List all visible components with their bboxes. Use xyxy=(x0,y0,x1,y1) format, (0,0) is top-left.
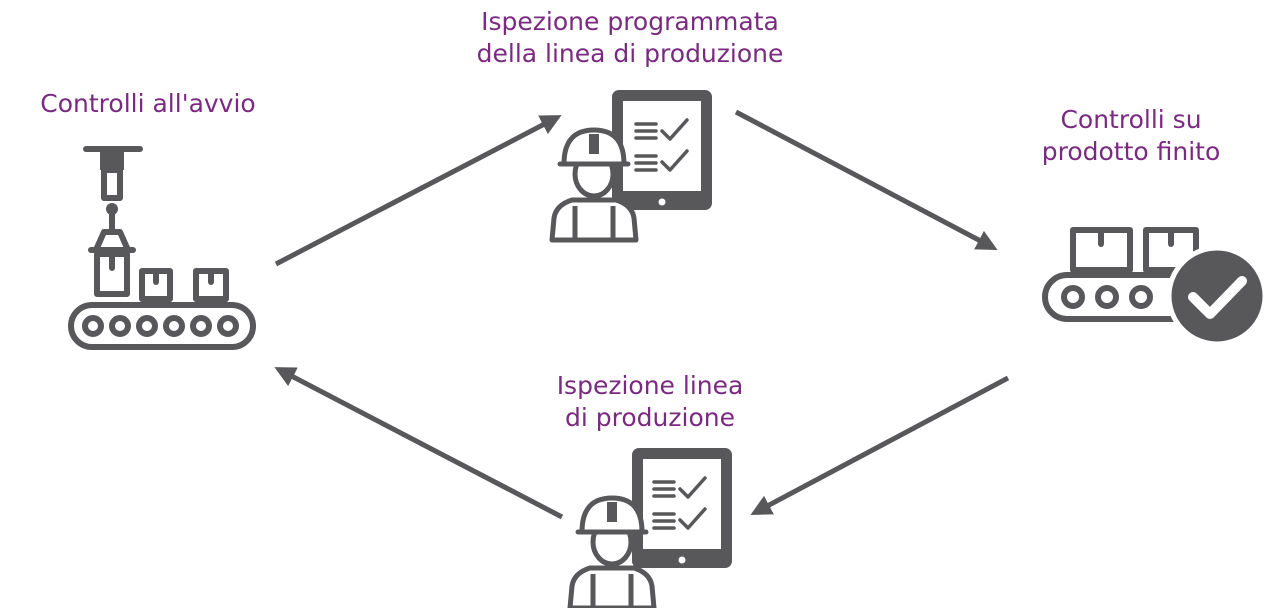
arrow-finished-to-line-inspection xyxy=(750,375,1010,515)
label-startup-checks: Controlli all'avvio xyxy=(40,88,255,120)
label-line: Controlli all'avvio xyxy=(40,89,256,118)
label-line: prodotto finito xyxy=(1041,137,1221,166)
worker-checklist-tablet-icon xyxy=(567,448,732,608)
label-finished-product-checks: Controlli su prodotto finito xyxy=(1042,104,1221,168)
conveyor-check-badge-icon xyxy=(1042,227,1268,347)
label-line: Controlli su xyxy=(1060,105,1202,134)
arrow-startup-to-scheduled xyxy=(274,115,562,267)
arrow-line-inspection-to-startup xyxy=(274,367,564,520)
label-line: di produzione xyxy=(565,403,735,432)
worker-checklist-tablet-icon xyxy=(549,90,712,243)
label-line-inspection: Ispezione linea di produzione xyxy=(557,370,744,434)
label-line: Ispezione programmata xyxy=(481,7,779,36)
arrow-scheduled-to-finished xyxy=(734,109,998,250)
label-line: Ispezione linea xyxy=(556,371,744,400)
label-scheduled-inspection: Ispezione programmata della linea di pro… xyxy=(477,6,784,70)
label-line: della linea di produzione xyxy=(476,39,784,68)
robotic-arm-conveyor-icon xyxy=(68,146,256,350)
